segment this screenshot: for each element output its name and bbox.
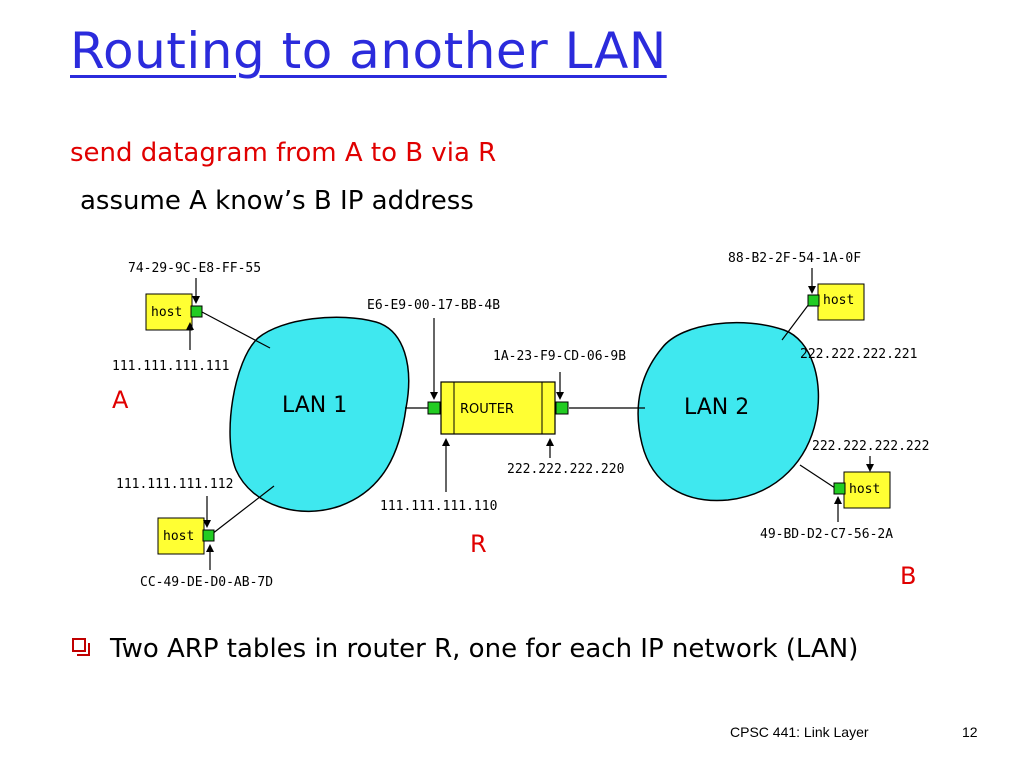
router-mac-right: 1A-23-F9-CD-06-9B bbox=[493, 349, 626, 364]
host-b-mac: 49-BD-D2-C7-56-2A bbox=[760, 527, 893, 542]
host-b-label: host bbox=[849, 482, 880, 497]
host-lan1-second-mac: CC-49-DE-D0-AB-7D bbox=[140, 575, 273, 590]
lan2-cloud bbox=[637, 321, 820, 502]
host-lan1-second-label: host bbox=[163, 529, 194, 544]
host-lan2-first: host bbox=[807, 283, 865, 321]
assumption-text: assume A know’s B IP address bbox=[80, 186, 474, 216]
router-mac-left: E6-E9-00-17-BB-4B bbox=[367, 298, 500, 313]
scenario-text: send datagram from A to B via R bbox=[70, 138, 497, 168]
host-b-ip: 222.222.222.222 bbox=[812, 439, 929, 454]
host-lan2-first-mac: 88-B2-2F-54-1A-0F bbox=[728, 251, 861, 266]
lan2-label: LAN 2 bbox=[684, 395, 749, 420]
host-a-ip: 111.111.111.111 bbox=[112, 359, 229, 374]
host-lan2-first-label: host bbox=[823, 293, 854, 308]
host-lan1-second-ip: 111.111.111.112 bbox=[116, 477, 233, 492]
page-number: 12 bbox=[962, 724, 978, 740]
footer-label: CPSC 441: Link Layer bbox=[730, 724, 869, 740]
letter-b: B bbox=[900, 562, 916, 590]
address-arrows bbox=[186, 268, 874, 570]
letter-r: R bbox=[470, 530, 487, 558]
host-lan2-first-ip: 222.222.222.221 bbox=[800, 347, 917, 362]
lan1-label: LAN 1 bbox=[282, 393, 347, 418]
letter-a: A bbox=[112, 386, 129, 414]
router: ROUTER bbox=[427, 381, 569, 435]
host-lan1-second: host bbox=[157, 517, 215, 555]
bullet-text: Two ARP tables in router R, one for each… bbox=[110, 634, 859, 664]
router-label: ROUTER bbox=[460, 402, 514, 417]
router-ip-right: 222.222.222.220 bbox=[507, 462, 624, 477]
host-a: host bbox=[145, 293, 203, 331]
host-a-label: host bbox=[151, 305, 182, 320]
host-b: host bbox=[833, 471, 891, 509]
slide-title: Routing to another LAN bbox=[70, 22, 667, 80]
router-ip-left: 111.111.111.110 bbox=[380, 499, 497, 514]
network-links bbox=[201, 299, 836, 535]
checkbox-bullet-icon bbox=[72, 638, 90, 656]
lan1-cloud bbox=[229, 316, 410, 513]
host-a-mac: 74-29-9C-E8-FF-55 bbox=[128, 261, 261, 276]
